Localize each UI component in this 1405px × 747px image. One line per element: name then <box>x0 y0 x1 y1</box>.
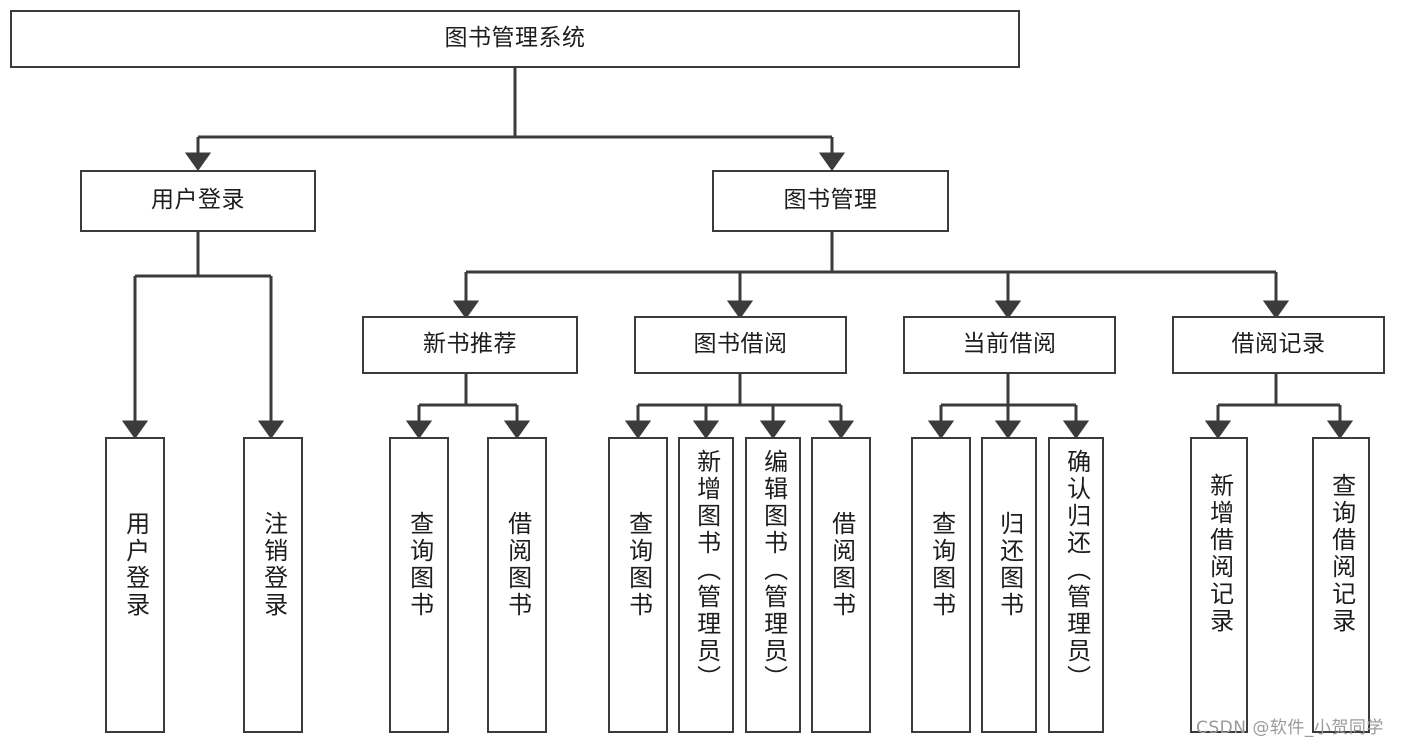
leaf-query-book-current[interactable]: 查询图书 <box>911 437 971 733</box>
node-label: 当前借阅 <box>962 331 1057 358</box>
leaf-edit-book-admin[interactable]: 编辑图书（管理员） <box>745 437 801 733</box>
node-label: 图书管理系统 <box>444 25 586 52</box>
node-label: 新增图书（管理员） <box>692 449 721 692</box>
node-label: 新书推荐 <box>423 331 517 358</box>
node-label: 查询图书 <box>927 511 956 619</box>
node-label: 编辑图书（管理员） <box>759 449 788 692</box>
leaf-query-borrow-record[interactable]: 查询借阅记录 <box>1312 437 1370 733</box>
node-borrow-record[interactable]: 借阅记录 <box>1172 316 1385 374</box>
node-label: 用户登录 <box>121 511 150 619</box>
node-book-manage[interactable]: 图书管理 <box>712 170 949 232</box>
node-new-book-recommend[interactable]: 新书推荐 <box>362 316 578 374</box>
leaf-add-borrow-record[interactable]: 新增借阅记录 <box>1190 437 1248 733</box>
node-label: 查询借阅记录 <box>1327 473 1356 635</box>
node-label: 借阅图书 <box>827 511 856 619</box>
node-label: 借阅图书 <box>503 511 532 619</box>
node-book-borrow[interactable]: 图书借阅 <box>634 316 847 374</box>
leaf-user-logout[interactable]: 注销登录 <box>243 437 303 733</box>
leaf-return-book[interactable]: 归还图书 <box>981 437 1037 733</box>
node-label: 用户登录 <box>151 187 245 214</box>
node-label: 图书管理 <box>783 187 878 214</box>
node-label: 查询图书 <box>624 511 653 619</box>
csdn-watermark: CSDN @软件_小贺同学 <box>1196 718 1384 738</box>
node-label: 归还图书 <box>995 511 1024 619</box>
leaf-add-book-admin[interactable]: 新增图书（管理员） <box>678 437 734 733</box>
node-user-login[interactable]: 用户登录 <box>80 170 316 232</box>
node-label: 图书借阅 <box>693 331 788 358</box>
node-label: 查询图书 <box>405 511 434 619</box>
node-label: 借阅记录 <box>1231 331 1326 358</box>
leaf-query-book-borrow[interactable]: 查询图书 <box>608 437 668 733</box>
node-current-borrow[interactable]: 当前借阅 <box>903 316 1116 374</box>
node-label: 确认归还（管理员） <box>1062 449 1091 692</box>
leaf-query-book-new-book[interactable]: 查询图书 <box>389 437 449 733</box>
leaf-borrow-book-borrow[interactable]: 借阅图书 <box>811 437 871 733</box>
leaf-confirm-return-admin[interactable]: 确认归还（管理员） <box>1048 437 1104 733</box>
leaf-user-login[interactable]: 用户登录 <box>105 437 165 733</box>
node-root-book-management-system[interactable]: 图书管理系统 <box>10 10 1020 68</box>
leaf-borrow-book-new-book[interactable]: 借阅图书 <box>487 437 547 733</box>
node-label: 新增借阅记录 <box>1205 473 1234 635</box>
node-label: 注销登录 <box>259 511 288 619</box>
